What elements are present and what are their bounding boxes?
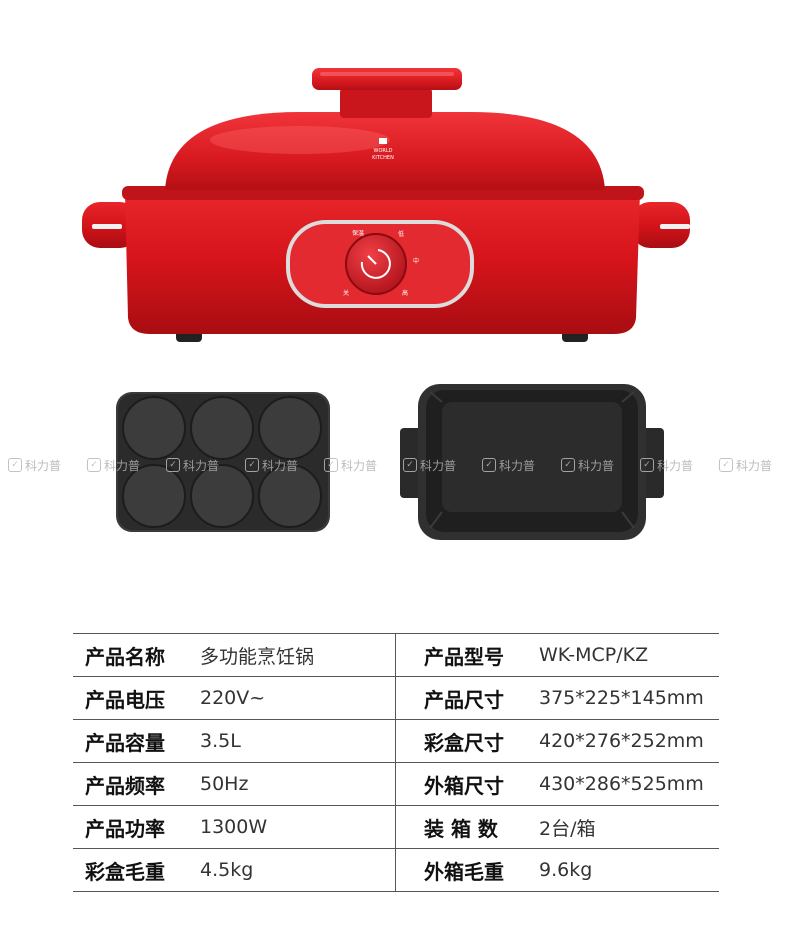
spec-label: 彩盒毛重 <box>85 859 165 884</box>
spec-value: 375*225*145mm <box>539 687 704 709</box>
spec-cell-right: 外箱尺寸 430*286*525mm <box>396 763 719 805</box>
spec-row: 产品功率 1300W 装 箱 数 2台/箱 <box>73 806 719 849</box>
watermark-text: 科力普 <box>25 458 62 473</box>
watermark-logo-icon: ✓ <box>324 458 338 472</box>
watermark-item: ✓科力普 <box>79 452 158 478</box>
watermark-text: 科力普 <box>736 458 773 473</box>
watermark-text: 科力普 <box>578 458 615 473</box>
spec-cell-left: 产品容量 3.5L <box>73 720 396 762</box>
dial-label-keep-warm: 保温 <box>352 229 364 237</box>
spec-value: 430*286*525mm <box>539 773 704 795</box>
watermark-text: 科力普 <box>341 458 378 473</box>
watermark-logo-icon: ✓ <box>482 458 496 472</box>
spec-value: 9.6kg <box>539 859 593 881</box>
watermark-item: ✓科力普 <box>553 452 632 478</box>
spec-cell-right: 产品尺寸 375*225*145mm <box>396 677 719 719</box>
spec-value: WK-MCP/KZ <box>539 644 649 666</box>
logo-line-1: WORLD <box>374 148 393 154</box>
spec-cell-left: 产品功率 1300W <box>73 806 396 848</box>
dial-label-mid: 中 <box>413 257 419 265</box>
pot-lid <box>165 112 605 190</box>
watermark-logo-icon: ✓ <box>640 458 654 472</box>
spec-cell-right: 外箱毛重 9.6kg <box>396 849 719 891</box>
watermark-text: 科力普 <box>183 458 220 473</box>
watermark-item: ✓科力普 <box>316 452 395 478</box>
watermark-item: ✓科力普 <box>711 452 790 478</box>
watermark-logo-icon: ✓ <box>8 458 22 472</box>
watermark-logo-icon: ✓ <box>403 458 417 472</box>
watermark-logo-icon: ✓ <box>166 458 180 472</box>
accessory-plates-image <box>116 384 664 540</box>
spec-label: 外箱尺寸 <box>424 773 504 798</box>
dial-label-high: 高 <box>402 289 408 297</box>
spec-value: 多功能烹饪锅 <box>200 645 315 668</box>
spec-label: 产品名称 <box>85 644 165 669</box>
pot-product-image: WORLD KITCHEN 保温 低 中 关 高 <box>82 68 690 342</box>
watermark-strip: ✓科力普✓科力普✓科力普✓科力普✓科力普✓科力普✓科力普✓科力普✓科力普✓科力普 <box>0 452 790 478</box>
watermark-item: ✓科力普 <box>474 452 553 478</box>
spec-value: 420*276*252mm <box>539 730 704 752</box>
spec-row: 产品频率 50Hz 外箱尺寸 430*286*525mm <box>73 763 719 806</box>
watermark-item: ✓科力普 <box>632 452 711 478</box>
dial-label-off: 关 <box>343 289 349 297</box>
spec-cell-left: 产品频率 50Hz <box>73 763 396 805</box>
spec-cell-right: 装 箱 数 2台/箱 <box>396 806 719 848</box>
spec-label: 产品功率 <box>85 816 165 841</box>
watermark-item: ✓科力普 <box>158 452 237 478</box>
spec-value: 4.5kg <box>200 859 254 881</box>
watermark-text: 科力普 <box>657 458 694 473</box>
watermark-logo-icon: ✓ <box>245 458 259 472</box>
spec-cell-right: 彩盒尺寸 420*276*252mm <box>396 720 719 762</box>
spec-label: 装 箱 数 <box>424 816 498 841</box>
spec-label: 产品电压 <box>85 687 165 712</box>
spec-value: 2台/箱 <box>539 817 596 840</box>
spec-cell-left: 彩盒毛重 4.5kg <box>73 849 396 891</box>
spec-value: 3.5L <box>200 730 241 752</box>
watermark-logo-icon: ✓ <box>561 458 575 472</box>
spec-label: 产品型号 <box>424 644 504 669</box>
spec-label: 产品容量 <box>85 730 165 755</box>
spec-table: 产品名称 多功能烹饪锅 产品型号 WK-MCP/KZ 产品电压 220V~ 产品尺寸 375*… <box>73 633 719 892</box>
watermark-text: 科力普 <box>262 458 299 473</box>
spec-label: 产品频率 <box>85 773 165 798</box>
spec-value: 220V~ <box>200 687 266 709</box>
watermark-text: 科力普 <box>104 458 141 473</box>
watermark-item: ✓科力普 <box>395 452 474 478</box>
lid-handle <box>340 88 432 118</box>
watermark-text: 科力普 <box>420 458 457 473</box>
spec-label: 彩盒尺寸 <box>424 730 504 755</box>
spec-cell-right: 产品型号 WK-MCP/KZ <box>396 634 719 676</box>
watermark-item: ✓科力普 <box>237 452 316 478</box>
watermark-text: 科力普 <box>499 458 536 473</box>
spec-label: 外箱毛重 <box>424 859 504 884</box>
spec-row: 产品电压 220V~ 产品尺寸 375*225*145mm <box>73 677 719 720</box>
watermark-logo-icon: ✓ <box>87 458 101 472</box>
watermark-item: ✓科力普 <box>0 452 79 478</box>
dial-label-low: 低 <box>398 230 404 238</box>
spec-value: 50Hz <box>200 773 249 795</box>
spec-cell-left: 产品名称 多功能烹饪锅 <box>73 634 396 676</box>
spec-label: 产品尺寸 <box>424 687 504 712</box>
watermark-logo-icon: ✓ <box>719 458 733 472</box>
spec-cell-left: 产品电压 220V~ <box>73 677 396 719</box>
spec-row: 产品容量 3.5L 彩盒尺寸 420*276*252mm <box>73 720 719 763</box>
six-hole-plate <box>116 392 330 532</box>
spec-value: 1300W <box>200 816 268 838</box>
deep-pan <box>400 384 664 540</box>
spec-row: 彩盒毛重 4.5kg 外箱毛重 9.6kg <box>73 849 719 892</box>
spec-row: 产品名称 多功能烹饪锅 产品型号 WK-MCP/KZ <box>73 634 719 677</box>
logo-line-2: KITCHEN <box>372 155 394 161</box>
